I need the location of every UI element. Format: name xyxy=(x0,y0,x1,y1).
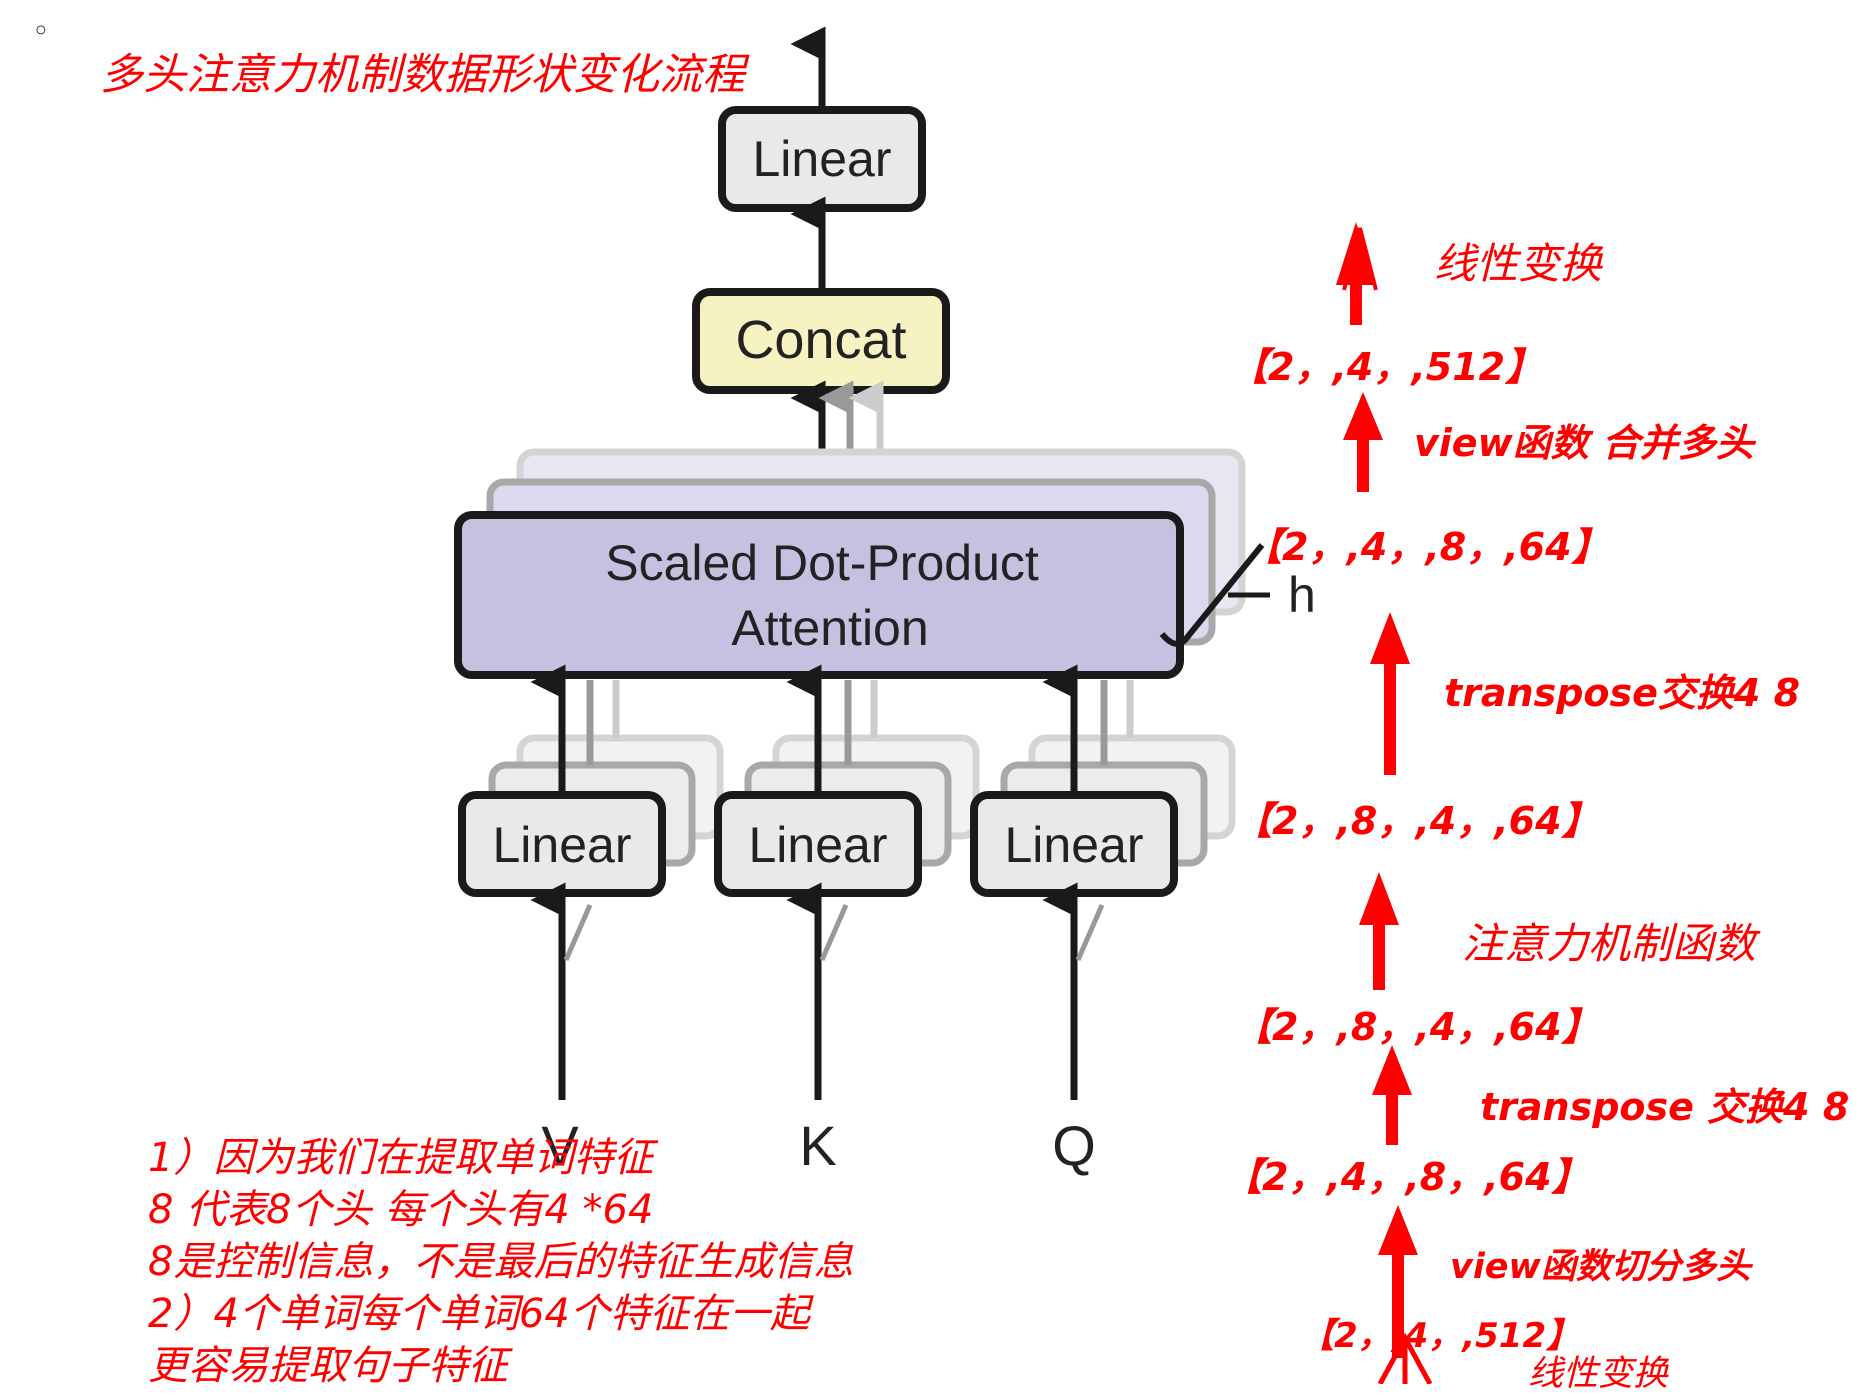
q-input-echo xyxy=(1075,904,1105,961)
attention-label-line2: Attention xyxy=(731,600,928,656)
shape-3: 【2，,8，,4，,64】 xyxy=(1234,799,1600,843)
step-view-merge: view函数 合并多头 xyxy=(1414,421,1754,465)
bullet-mark: ◦ xyxy=(32,14,50,49)
step-attention: 注意力机制函数 xyxy=(1462,919,1757,968)
red-arrow-4-shaft xyxy=(1373,915,1385,990)
step-transpose-1: transpose交换4 8 xyxy=(1444,671,1801,715)
red-arrow-6-head xyxy=(1378,1205,1418,1255)
red-arrow-4-head xyxy=(1359,872,1399,925)
red-arrow-3-head xyxy=(1370,612,1410,664)
red-arrow-2-shaft xyxy=(1357,430,1369,492)
shape-1: 【2，,4，,512】 xyxy=(1230,345,1544,389)
red-arrow-1-head xyxy=(1336,222,1376,285)
input-q-label: Q xyxy=(1052,1114,1096,1177)
input-v-label: V xyxy=(541,1114,579,1177)
red-arrow-5-head xyxy=(1372,1045,1412,1095)
input-k-label: K xyxy=(799,1114,836,1177)
linear-top-label: Linear xyxy=(753,131,892,187)
step-linear-bottom: 线性变换 xyxy=(1528,1354,1669,1394)
note-line: 8是控制信息，不是最后的特征生成信息 xyxy=(148,1239,854,1285)
red-arrow-3-shaft xyxy=(1384,660,1396,775)
red-arrow-2-head xyxy=(1343,392,1383,440)
notes-block: 1）因为我们在提取单词特征 8 代表8个头 每个头有4 *64 8是控制信息，不… xyxy=(148,1132,853,1392)
page-title: 多头注意力机制数据形状变化流程 xyxy=(100,50,745,100)
linear-v-label: Linear xyxy=(493,817,632,873)
shape-6: 【2，,4，,512】 xyxy=(1300,1316,1581,1356)
note-line: 8 代表8个头 每个头有4 *64 xyxy=(148,1187,654,1233)
step-linear-top: 线性变换 xyxy=(1434,239,1603,288)
concat-label: Concat xyxy=(735,310,906,370)
step-transpose-2: transpose 交换4 8 xyxy=(1480,1085,1850,1129)
linear-q-label: Linear xyxy=(1005,817,1144,873)
note-line: 1）因为我们在提取单词特征 xyxy=(148,1135,654,1181)
v-input-echo xyxy=(563,904,593,961)
red-arrow-6-shaft xyxy=(1392,1248,1404,1358)
red-arrow-hollow-top xyxy=(1342,227,1378,291)
red-arrow-hollow-bottom xyxy=(1377,1332,1433,1384)
note-line: 更容易提取句子特征 xyxy=(148,1343,508,1389)
h-label: h xyxy=(1288,567,1316,623)
shape-5: 【2，,4，,8，,64】 xyxy=(1224,1155,1590,1199)
linear-k-label: Linear xyxy=(749,817,888,873)
shape-4: 【2，,8，,4，,64】 xyxy=(1234,1005,1600,1049)
h-bracket xyxy=(1159,543,1265,647)
shape-2: 【2，,4，,8，,64】 xyxy=(1244,525,1610,569)
k-input-echo xyxy=(819,904,849,961)
note-line: 2）4个单词每个单词64个特征在一起 xyxy=(148,1291,810,1337)
attention-label-line1: Scaled Dot-Product xyxy=(605,535,1039,591)
red-arrow-5-shaft xyxy=(1386,1085,1398,1145)
step-view-split: view函数切分多头 xyxy=(1450,1247,1751,1287)
